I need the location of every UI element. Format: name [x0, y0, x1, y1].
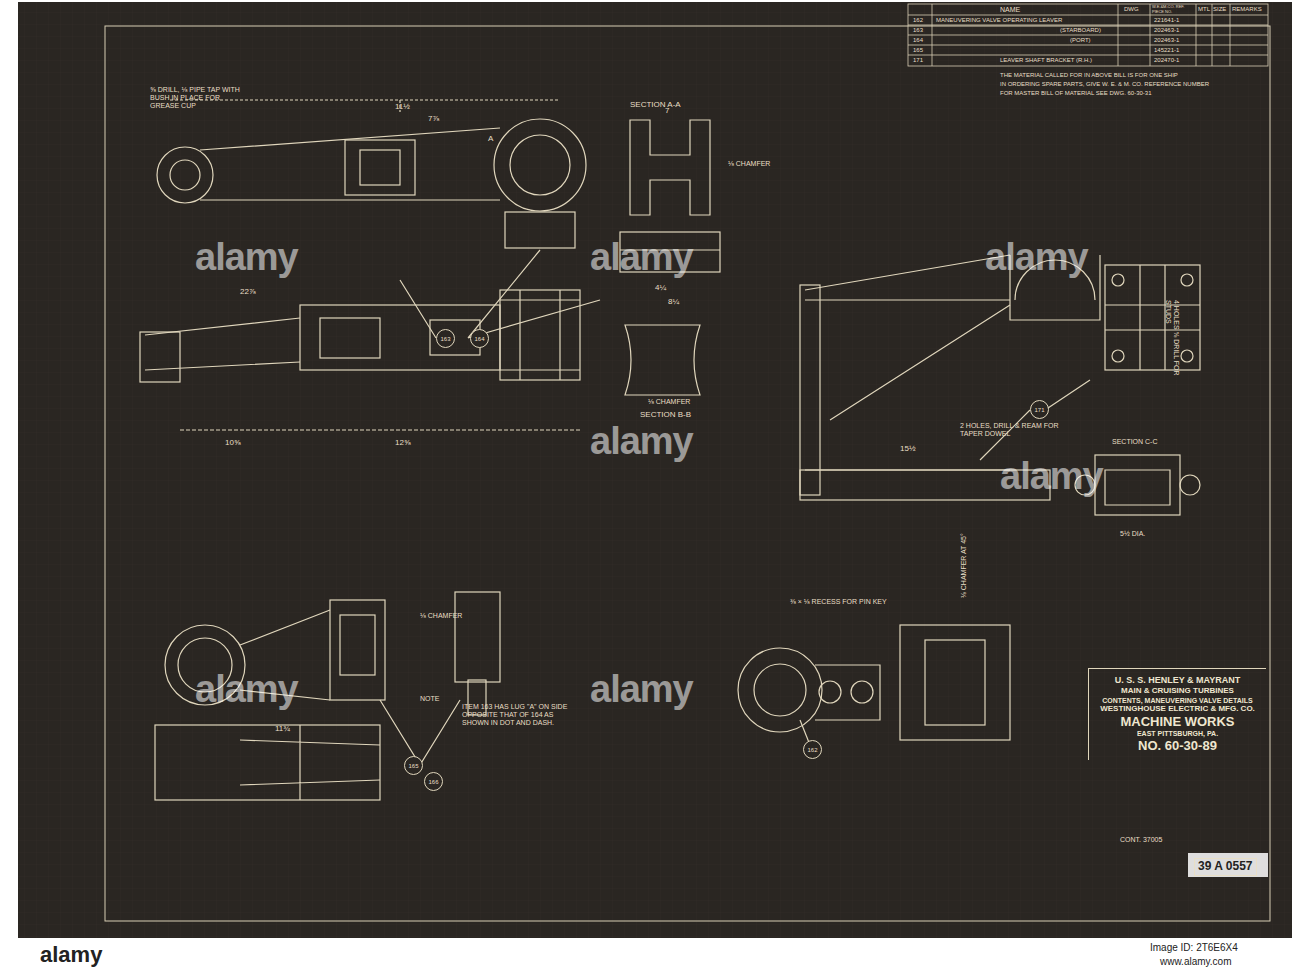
dimension: 10⅝ — [225, 438, 241, 447]
dimension: 5½ DIA. — [1120, 530, 1145, 538]
title-text: U. S. S. HENLEY & MAYRANT — [1093, 676, 1262, 686]
callout-number: 163 — [440, 336, 450, 342]
table-header: W.E.&M.CO. REF. PIECE NO. — [1152, 5, 1194, 14]
dimension: 7 — [665, 106, 669, 115]
table-cell: 202463-1 — [1154, 27, 1179, 34]
note-text: 2 HOLES, DRILL & REAM FOR TAPER DOWEL — [960, 422, 1065, 438]
note-text: ITEM 163 HAS LUG "A" ON SIDE OPPOSITE TH… — [462, 703, 572, 727]
note-text: ⅝ DRILL, ⅛ PIPE TAP WITH BUSH IN PLACE F… — [150, 86, 245, 110]
dimension: 11¾ — [275, 724, 290, 733]
callout-circle: 166 — [424, 772, 443, 791]
note-text: THE MATERIAL CALLED FOR IN ABOVE BILL IS… — [1000, 72, 1178, 79]
title-block: U. S. S. HENLEY & MAYRANTMAIN & CRUISING… — [1088, 668, 1266, 760]
callout-circle: 165 — [404, 756, 423, 775]
watermark: alamy — [985, 236, 1088, 280]
table-header: MTL — [1198, 6, 1210, 13]
dimension: 8¼ — [668, 297, 679, 306]
table-header: SIZE — [1213, 6, 1226, 13]
watermark: alamy — [195, 668, 298, 712]
contract-number: CONT. 37005 — [1120, 836, 1162, 844]
watermark: alamy — [195, 236, 298, 280]
title-text: CONTENTS, MANEUVERING VALVE DETAILS — [1093, 697, 1262, 705]
note-text: 4 HOLES ⅝ DRILL FOR STUDS — [1164, 300, 1180, 380]
callout-circle: 163 — [436, 329, 455, 348]
table-cell: LEAVER SHAFT BRACKET (R.H.) — [1000, 57, 1092, 64]
table-cell: (STARBOARD) — [1060, 27, 1101, 34]
callout-number: 166 — [428, 779, 438, 785]
dimension: 11½ — [395, 102, 410, 111]
table-cell: 164 — [913, 37, 923, 44]
file-number: 39 A 0557 — [1194, 858, 1257, 876]
callout-number: 164 — [474, 336, 484, 342]
note-text: ⅛ CHAMFER — [648, 398, 690, 406]
callout-circle: 171 — [1030, 400, 1049, 419]
callout-circle: 164 — [470, 329, 489, 348]
section-title: SECTION B-B — [640, 410, 691, 419]
table-cell: MANEUVERING VALVE OPERATING LEAVER — [936, 17, 1062, 24]
dimension: 15½ — [900, 444, 916, 453]
callout-number: 171 — [1034, 407, 1044, 413]
title-text: MACHINE WORKS — [1093, 715, 1262, 729]
site-url: www.alamy.com — [1160, 956, 1232, 968]
table-cell: 202470-1 — [1154, 57, 1179, 64]
watermark: alamy — [590, 668, 693, 712]
note-heading: NOTE — [420, 695, 439, 703]
dimension: 4¼ — [655, 283, 666, 292]
section-title: SECTION A-A — [630, 100, 681, 109]
title-text: EAST PITTSBURGH, PA. — [1093, 730, 1262, 738]
callout-circle: 162 — [803, 740, 822, 759]
table-cell: 202463-1 — [1154, 37, 1179, 44]
table-cell: 162 — [913, 17, 923, 24]
dimension: 12⅝ — [395, 438, 411, 447]
note-text: ⅛ CHAMFER AT 45° — [960, 533, 968, 598]
table-cell: 171 — [913, 57, 923, 64]
section-title: SECTION C-C — [1112, 438, 1158, 446]
note-text: ⅜ × ⅛ RECESS FOR PIN KEY — [790, 598, 887, 606]
image-id: Image ID: 2T6E6X4 — [1150, 942, 1238, 954]
title-text: NO. 60-30-89 — [1093, 739, 1262, 753]
callout-number: 162 — [807, 747, 817, 753]
note-text: IN ORDERING SPARE PARTS, GIVE W. E. & M.… — [1000, 81, 1209, 88]
table-cell: 221641-1 — [1154, 17, 1179, 24]
table-cell: 145221-1 — [1154, 47, 1179, 54]
table-header: DWG — [1124, 6, 1139, 13]
callout-number: 165 — [408, 763, 418, 769]
dimension: 7⅞ — [428, 114, 439, 123]
table-cell: 163 — [913, 27, 923, 34]
watermark-logo: alamy — [40, 942, 102, 967]
table-cell: (PORT) — [1070, 37, 1091, 44]
title-text: WESTINGHOUSE ELECTRIC & MFG. CO. — [1093, 705, 1262, 714]
title-text: MAIN & CRUISING TURBINES — [1093, 687, 1262, 696]
table-header: REMARKS — [1232, 6, 1262, 13]
table-header: NAME — [1000, 6, 1020, 14]
note-text: FOR MASTER BILL OF MATERIAL SEE DWG. 60-… — [1000, 90, 1151, 97]
note-text: ⅛ CHAMFER — [420, 612, 462, 620]
dimension: 22⅞ — [240, 287, 256, 296]
watermark: alamy — [1000, 455, 1103, 499]
section-mark: A — [488, 134, 493, 143]
watermark: alamy — [590, 420, 693, 464]
note-text: ⅛ CHAMFER — [728, 160, 770, 168]
watermark: alamy — [590, 236, 693, 280]
table-cell: 165 — [913, 47, 923, 54]
